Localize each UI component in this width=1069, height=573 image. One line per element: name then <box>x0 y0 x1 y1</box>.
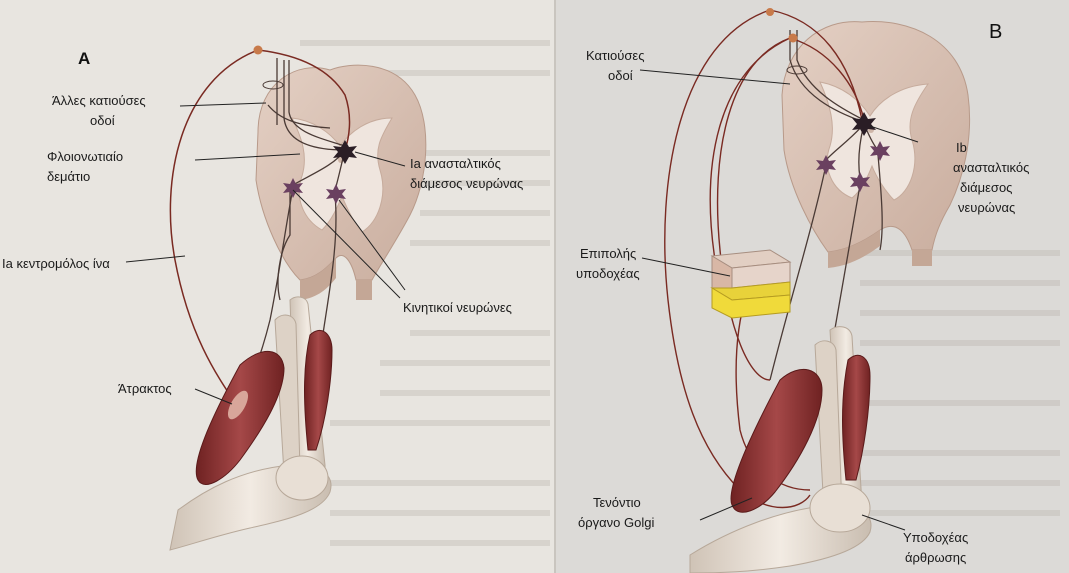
label-ia-interneuron-line1: Ia ανασταλτικός <box>410 156 501 171</box>
label-golgi-organ-line1: Τενόντιο <box>593 495 641 510</box>
label-ia-afferent: Ia κεντρομόλος ίνα <box>2 256 110 271</box>
dorsal-root-ganglion-b2 <box>789 34 798 43</box>
label-golgi-organ-line2: όργανο Golgi <box>578 515 654 530</box>
label-superficial-receptor-line1: Επιπολής <box>580 246 636 261</box>
skin-receptor-block <box>712 250 790 318</box>
label-corticospinal-line1: Φλοιονωτιαίο <box>47 149 123 164</box>
label-ib-interneuron-line3: διάμεσος <box>960 180 1012 195</box>
panel-a-letter: A <box>78 49 90 68</box>
label-superficial-receptor-line2: υποδοχέας <box>576 266 640 281</box>
label-ib-interneuron-line4: νευρώνας <box>958 200 1015 215</box>
label-joint-receptor-line1: Υποδοχέας <box>903 530 968 545</box>
dorsal-root-ganglion-b1 <box>766 8 774 16</box>
label-ib-interneuron-line2: ανασταλτικός <box>953 160 1029 175</box>
label-ib-interneuron-line1: Ib <box>956 140 967 155</box>
label-descending-line2: οδοί <box>608 68 633 83</box>
label-other-descending-line2: οδοί <box>90 113 115 128</box>
dorsal-root-ganglion-a <box>254 46 263 55</box>
panel-b-letter: B <box>989 21 1002 43</box>
label-joint-receptor-line2: άρθρωσης <box>905 550 966 565</box>
label-ia-interneuron-line2: διάμεσος νευρώνας <box>410 176 523 191</box>
label-descending-line1: Κατιούσες <box>586 48 644 63</box>
label-motor-neurons: Κινητικοί νευρώνες <box>403 300 512 315</box>
label-spindle: Άτρακτος <box>118 381 172 396</box>
label-corticospinal-line2: δεμάτιο <box>47 169 90 184</box>
label-other-descending-line1: Άλλες κατιούσες <box>52 93 146 108</box>
